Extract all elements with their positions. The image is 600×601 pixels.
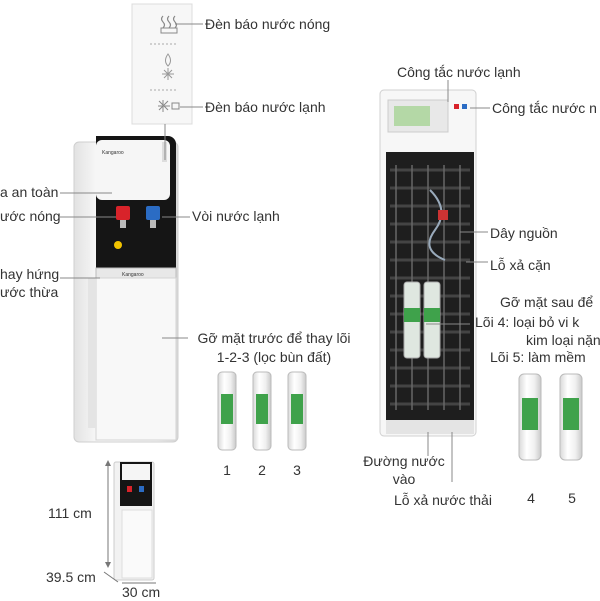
label-water-inlet-2: vào [392,471,416,487]
snowflake-icon [162,68,174,80]
label-core4-1: Lõi 4: loại bỏ vi k [475,314,580,330]
label-back-panel: Gỡ mặt sau để [500,294,594,310]
dispenser-small [103,460,156,584]
svg-text:Kangaroo: Kangaroo [102,150,124,156]
label-height: 111 cm [48,505,92,521]
cold-tap [146,206,160,220]
control-panel-closeup [131,3,203,125]
label-filter-2: 2 [258,462,266,478]
label-depth: 39.5 cm [46,569,96,585]
back-leaders [426,80,490,482]
label-drip-tray-1: hay hứng [0,266,60,282]
safety-button [114,241,122,249]
label-width: 30 cm [122,584,161,600]
label-hot-light: Đèn báo nước nóng [205,16,331,32]
front-leaders [60,124,190,339]
label-cold-tap: Vòi nước lạnh [192,208,280,224]
label-cold-light: Đèn báo nước lạnh [205,99,326,115]
label-front-panel-1: Gỡ mặt trước để thay lõi [197,330,351,346]
label-core5: Lõi 5: làm mềm [490,349,586,365]
label-filter-5: 5 [568,490,576,506]
flame-icon [165,53,171,67]
label-water-inlet-1: Đường nước [363,453,445,469]
label-filter-4: 4 [527,490,535,506]
hot-tap [116,206,130,220]
filters-front [217,371,307,451]
hot-indicator-icon [160,15,178,34]
label-drip-tray-2: ước thừa [0,284,59,300]
label-hot-tap: ước nóng [0,208,61,224]
label-drain-residue: Lỗ xả cặn [490,257,551,273]
svg-text:Kangaroo: Kangaroo [122,272,144,278]
label-filter-3: 3 [293,462,301,478]
label-power-cord: Dây nguồn [490,225,558,241]
cold-indicator-icon [158,100,180,112]
label-core4-2: kim loại nặng [526,332,600,348]
filters-back [518,373,583,461]
label-front-panel-2: 1-2-3 (lọc bùn đất) [216,349,332,365]
label-waste-drain: Lỗ xả nước thải [394,492,492,508]
label-filter-1: 1 [223,462,231,478]
dispenser-back [379,89,477,437]
label-cold-switch-side: Công tắc nước n [492,100,597,116]
label-cold-switch-top: Công tắc nước lạnh [397,64,521,80]
label-safety-lock: a an toàn [0,184,59,200]
dispenser-front: Kangaroo Kangaroo [73,136,179,443]
